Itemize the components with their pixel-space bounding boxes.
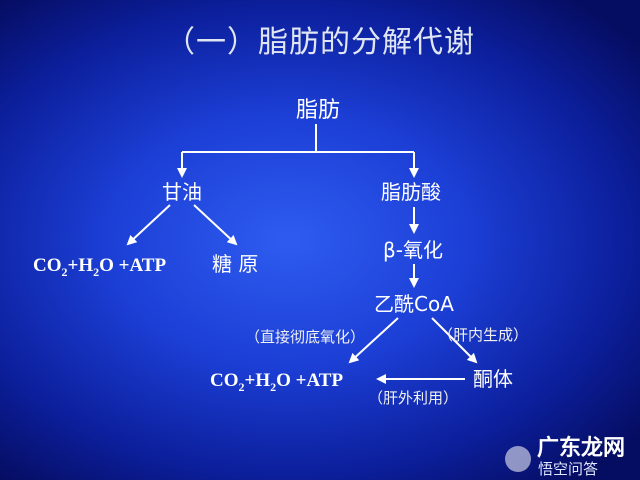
arrow-acetyl-to-ketone bbox=[431, 317, 478, 364]
node-fat: 脂肪 bbox=[296, 98, 341, 123]
node-sugar: 糖 原 bbox=[212, 252, 259, 276]
node-beta-oxidation: β-氧化 bbox=[383, 238, 443, 262]
node-ketone: 酮体 bbox=[473, 367, 513, 391]
formula-bottom-rest: O +ATP bbox=[276, 370, 344, 391]
formula-bottom-co: CO bbox=[210, 370, 239, 391]
formula-bottom-sub-a: 2 bbox=[238, 379, 245, 394]
note-liver-generation: （肝内生成） bbox=[438, 326, 529, 344]
formula-co2-h2o-atp-left: CO2+H2O +ATP bbox=[33, 256, 166, 278]
watermark-main: 广东龙网 bbox=[537, 436, 626, 461]
note-extrahepatic-use: （肝外利用） bbox=[368, 389, 459, 407]
formula-left-co: CO bbox=[33, 255, 62, 276]
arrow-glycerol-to-co2 bbox=[126, 204, 171, 246]
formula-left-sub-b: 2 bbox=[93, 264, 100, 279]
node-acetyl-coa: 乙酰CoA bbox=[374, 292, 454, 316]
watermark-sub: 悟空问答 bbox=[538, 460, 599, 478]
formula-left-h: +H bbox=[67, 255, 94, 276]
page-title: （一）脂肪的分解代谢 bbox=[165, 25, 475, 60]
formula-bottom-sub-b: 2 bbox=[270, 379, 277, 394]
formula-co2-h2o-atp-bottom: CO2+H2O +ATP bbox=[210, 371, 343, 393]
node-glycerol: 甘油 bbox=[162, 180, 202, 204]
arrow-glycerol-to-sugar bbox=[193, 204, 238, 246]
node-fatty-acid: 脂肪酸 bbox=[381, 180, 441, 204]
watermark-logo-icon bbox=[505, 446, 531, 472]
note-direct-oxidation: （直接彻底氧化） bbox=[245, 328, 366, 346]
formula-left-rest: O +ATP bbox=[99, 255, 167, 276]
formula-left-sub-a: 2 bbox=[61, 264, 68, 279]
formula-bottom-h: +H bbox=[244, 370, 271, 391]
arrow-acetyl-to-co2 bbox=[348, 317, 399, 364]
